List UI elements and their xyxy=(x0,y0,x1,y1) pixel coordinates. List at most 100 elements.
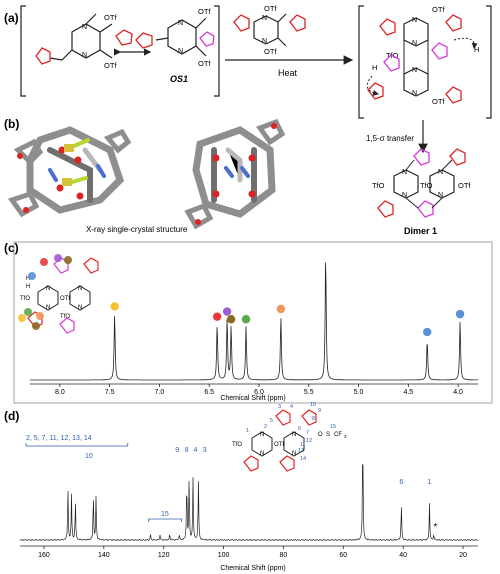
svg-text:5: 5 xyxy=(270,418,273,424)
xray-label: X-ray single-crystal structure xyxy=(86,225,188,234)
svg-text:OTf: OTf xyxy=(458,181,471,190)
svg-text:TfO: TfO xyxy=(232,442,242,448)
spectrum-d-label-15: 15 xyxy=(161,511,169,518)
furan-ring xyxy=(135,32,153,49)
svg-text:14: 14 xyxy=(300,456,306,462)
panel-a-letter: (a) xyxy=(4,11,19,25)
svg-text:13: 13 xyxy=(298,448,304,454)
svg-text:H: H xyxy=(372,63,377,72)
spectrum-d-label-10: 10 xyxy=(85,453,93,460)
svg-text:12: 12 xyxy=(306,438,312,444)
spectrum-c-peak-marker xyxy=(110,302,119,311)
spectrum-c-tick-label: 5.5 xyxy=(304,389,314,396)
svg-text:OTf: OTf xyxy=(104,61,117,70)
panel-c-frame xyxy=(13,241,493,404)
svg-text:10: 10 xyxy=(310,402,316,408)
svg-text:N: N xyxy=(262,38,267,45)
svg-text:2: 2 xyxy=(264,424,267,430)
panel-b-letter: (b) xyxy=(4,117,19,131)
spectrum-c-x-axis-label: Chemical Shift (ppm) xyxy=(220,395,285,402)
panel-b: (b) xyxy=(4,117,286,234)
spectrum-d-tick-label: 120 xyxy=(158,552,170,559)
furan-ring xyxy=(289,14,306,32)
svg-text:TfO: TfO xyxy=(372,181,385,190)
svg-text:N: N xyxy=(402,192,407,199)
dimer-1-label: Dimer 1 xyxy=(404,226,437,236)
svg-text:OTf: OTf xyxy=(198,7,211,16)
svg-text:N: N xyxy=(402,169,407,176)
svg-text:3: 3 xyxy=(278,404,281,410)
svg-text:N: N xyxy=(82,24,87,31)
spectrum-d-trace xyxy=(19,464,479,542)
os1-resonance-structure-1: N N OTf OTf xyxy=(35,13,133,70)
spectrum-c-peak-marker xyxy=(241,315,251,324)
crystal-structure-2 xyxy=(184,118,286,230)
svg-text:CF: CF xyxy=(334,432,342,438)
svg-text:6: 6 xyxy=(298,426,301,432)
svg-text:N: N xyxy=(262,15,267,22)
panel-c: (c) N N N N OTf TfO TfO H H xyxy=(4,241,493,404)
furan-ring-magenta xyxy=(199,31,215,47)
spectrum-d-group-bracket xyxy=(25,443,129,447)
svg-text:TfO: TfO xyxy=(420,181,433,190)
svg-text:OTf: OTf xyxy=(104,13,117,22)
spectrum-d-bracket-15 xyxy=(148,518,183,522)
svg-text:OTf: OTf xyxy=(198,59,211,68)
dimer-1-structure: N N N N TfO TfO OTf Dimer 1 xyxy=(372,148,471,236)
spectrum-d-peak-label: 4 xyxy=(193,447,197,454)
svg-text:N: N xyxy=(438,192,443,199)
svg-text:7: 7 xyxy=(306,430,309,436)
svg-text:OTf: OTf xyxy=(274,442,284,448)
svg-text:H: H xyxy=(474,45,479,54)
svg-text:1: 1 xyxy=(246,428,249,434)
crystal-structure-1 xyxy=(7,126,132,218)
svg-text:N: N xyxy=(260,432,264,438)
spectrum-d-tick-label: 140 xyxy=(98,552,110,559)
svg-text:N: N xyxy=(292,432,296,438)
spectrum-d-impurity-star: * xyxy=(434,522,438,533)
resonance-bracket-right xyxy=(214,5,220,97)
spectrum-c-tick-label: 4.5 xyxy=(403,389,413,396)
spectrum-d-tick-label: 60 xyxy=(339,552,347,559)
svg-text:OTf: OTf xyxy=(264,47,277,56)
svg-text:OTf: OTf xyxy=(432,97,445,106)
spectrum-c-tick-label: 4.0 xyxy=(453,389,463,396)
svg-text:OTf: OTf xyxy=(432,5,445,14)
svg-text:O: O xyxy=(318,432,323,438)
spectrum-c-tick-label: 6.5 xyxy=(204,389,214,396)
intermediate-dimer: N N N N OTf OTf TfO H H xyxy=(358,5,492,119)
spectrum-d-tick-label: 100 xyxy=(218,552,230,559)
spectrum-c-trace xyxy=(30,262,478,381)
spectrum-c-tick-label: 7.5 xyxy=(105,389,115,396)
svg-text:N: N xyxy=(412,40,417,47)
svg-text:N: N xyxy=(178,20,183,27)
svg-text:S: S xyxy=(326,432,330,438)
svg-text:N: N xyxy=(46,305,50,311)
spectrum-d-tick-label: 160 xyxy=(38,552,50,559)
spectrum-c-peak-marker xyxy=(222,307,232,316)
spectrum-c-tick-label: 8.0 xyxy=(55,389,65,396)
furan-ring xyxy=(115,29,133,46)
svg-text:N: N xyxy=(412,90,417,97)
furan-ring xyxy=(35,47,51,65)
spectrum-d-tick-label: 80 xyxy=(280,552,288,559)
spectrum-d-peak-label: 3 xyxy=(203,447,207,454)
spectrum-d-label-6: 6 xyxy=(399,479,403,486)
transfer-label: 1,5-σ transfer xyxy=(366,134,414,143)
spectrum-c-peak-marker xyxy=(276,304,286,314)
svg-text:3: 3 xyxy=(344,434,347,439)
svg-text:4: 4 xyxy=(290,404,293,410)
svg-text:H: H xyxy=(26,284,30,290)
svg-text:N: N xyxy=(78,286,82,292)
svg-text:N: N xyxy=(46,286,50,292)
spectrum-c-peak-marker xyxy=(212,312,222,321)
spectrum-c-peak-marker xyxy=(423,327,432,337)
panel-d-letter: (d) xyxy=(4,409,19,423)
svg-text:H: H xyxy=(26,276,30,282)
svg-text:N: N xyxy=(78,305,82,311)
spectrum-d-group-label: 2, 5, 7, 11, 12, 13, 14 xyxy=(26,435,92,442)
spectrum-d-tick-label: 20 xyxy=(459,552,467,559)
heat-step: N N OTf OTf Heat xyxy=(225,4,354,78)
svg-text:N: N xyxy=(292,451,296,457)
